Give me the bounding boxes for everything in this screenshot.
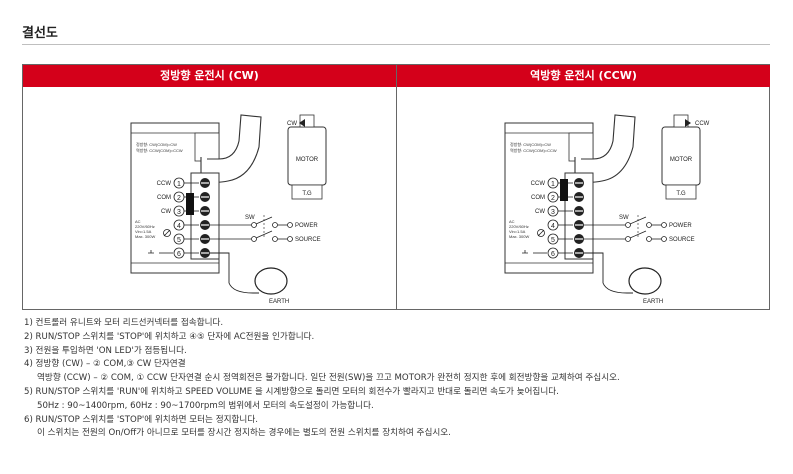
note-1: 1) 컨트롤러 유니트와 모터 리드선커넥터를 접속합니다. (24, 318, 224, 328)
svg-text:AC: AC (135, 219, 141, 224)
spec-line-1: 정방향: CW(COM)=CW (510, 141, 551, 147)
earth-coil (628, 267, 662, 295)
fuse-icon (163, 229, 171, 237)
tg-label: T.G (676, 191, 686, 197)
rotation-arrow-icon (299, 119, 305, 127)
section-title: 결선도 (22, 26, 58, 41)
svg-text:Max. 300W: Max. 300W (135, 234, 155, 239)
ground-icon (148, 250, 154, 254)
sw-label: SW (245, 215, 255, 221)
terminal-num-4: 4 (177, 223, 181, 230)
note-6: 6) RUN/STOP 스위치를 'STOP'에 위치하면 모터는 정지합니다. (24, 414, 258, 425)
tg-box (665, 184, 697, 200)
terminal-num-5: 5 (551, 237, 555, 244)
jumper-com-cw (186, 193, 194, 215)
panel-header-cw: 정방향 운전시 (CW) (23, 65, 396, 87)
motor-body (661, 126, 701, 186)
note-6-sub: 이 스위치는 전원의 On/Off가 아니므로 모터를 장시간 정지하는 경우에… (37, 428, 451, 439)
wiring-diagram-cw: 정방향: CW(COM)=CW 역방향: CCW(COM)=CCW 1 2 3 … (130, 114, 327, 305)
note-5: 5) RUN/STOP 스위치를 'RUN'에 위치하고 SPEED VOLUM… (24, 386, 559, 397)
tg-label: T.G (302, 191, 312, 197)
terminal-num-2: 2 (177, 195, 181, 202)
svg-text:220V/60Hz: 220V/60Hz (135, 224, 155, 229)
rotation-arrow-icon (685, 119, 691, 127)
svg-text:Vin=1.5A: Vin=1.5A (135, 229, 152, 234)
power-label: POWER (295, 223, 318, 229)
svg-text:220V/60Hz: 220V/60Hz (509, 224, 529, 229)
terminal-num-4: 4 (551, 223, 555, 230)
terminal-num-3: 3 (177, 209, 181, 216)
note-2: 2) RUN/STOP 스위치를 'STOP'에 위치하고 ④⑤ 단자에 AC전… (24, 331, 315, 342)
label-com: COM (531, 195, 545, 201)
terminal-num-5: 5 (177, 237, 181, 244)
earth-label: EARTH (269, 299, 289, 305)
wiring-diagram-ccw: 정방향: CW(COM)=CW 역방향: CCW(COM)=CCW 1 2 3 … (504, 114, 710, 305)
jumper-ccw-com (560, 179, 568, 201)
wiring-frame: 정방향 운전시 (CW) 정방향: CW(COM)=CW 역방향: CCW(CO… (22, 64, 770, 310)
power-label: POWER (669, 223, 692, 229)
sw-label: SW (619, 215, 629, 221)
motor-body (287, 126, 327, 186)
source-label: SOURCE (669, 237, 695, 243)
label-com: COM (157, 195, 171, 201)
spec-line-2: 역방향: CCW(COM)=CCW (510, 147, 557, 153)
panel-header-ccw: 역방향 운전시 (CCW) (397, 65, 770, 87)
svg-text:Vin=1.5A: Vin=1.5A (509, 229, 526, 234)
label-ccw: CCW (157, 181, 172, 187)
terminal-num-2: 2 (551, 195, 555, 202)
note-3: 3) 전원을 투입하면 'ON LED'가 점등됩니다. (24, 345, 187, 356)
terminal-num-1: 1 (177, 181, 181, 188)
note-4-sub: 역방향 (CCW) – ② COM, ① CCW 단자연결 순시 정역회전은 불… (37, 373, 620, 384)
ground-icon (522, 250, 528, 254)
svg-text:Max. 300W: Max. 300W (509, 234, 529, 239)
note-5-sub: 50Hz : 90~1400rpm, 60Hz : 90~1700rpm의 범위… (37, 400, 374, 411)
fuse-icon (537, 229, 545, 237)
terminal-num-6: 6 (551, 251, 555, 258)
panel-cw: 정방향 운전시 (CW) 정방향: CW(COM)=CW 역방향: CCW(CO… (23, 65, 397, 309)
spec-line-1: 정방향: CW(COM)=CW (136, 141, 177, 147)
note-4: 4) 정방향 (CW) – ② COM,③ CW 단자연결 (24, 359, 186, 370)
terminal-num-3: 3 (551, 209, 555, 216)
terminal-num-1: 1 (551, 181, 555, 188)
instruction-notes: 1) 컨트롤러 유니트와 모터 리드선커넥터를 접속합니다. 2) RUN/ST… (24, 317, 620, 441)
svg-text:AC: AC (509, 219, 515, 224)
rotation-label: CW (287, 121, 297, 127)
title-divider (22, 44, 770, 45)
label-ccw: CCW (531, 181, 546, 187)
label-cw: CW (535, 209, 545, 215)
earth-label: EARTH (643, 299, 663, 305)
motor-label: MOTOR (670, 157, 693, 163)
earth-coil (254, 267, 288, 295)
terminal-num-6: 6 (177, 251, 181, 258)
tg-box (291, 184, 323, 200)
panel-ccw: 역방향 운전시 (CCW) 정방향: CW(COM)=CW 역방향: CCW(C… (397, 65, 770, 309)
motor-label: MOTOR (296, 157, 319, 163)
label-cw: CW (161, 209, 171, 215)
spec-line-2: 역방향: CCW(COM)=CCW (136, 147, 183, 153)
source-label: SOURCE (295, 237, 321, 243)
rotation-label: CCW (695, 121, 710, 127)
